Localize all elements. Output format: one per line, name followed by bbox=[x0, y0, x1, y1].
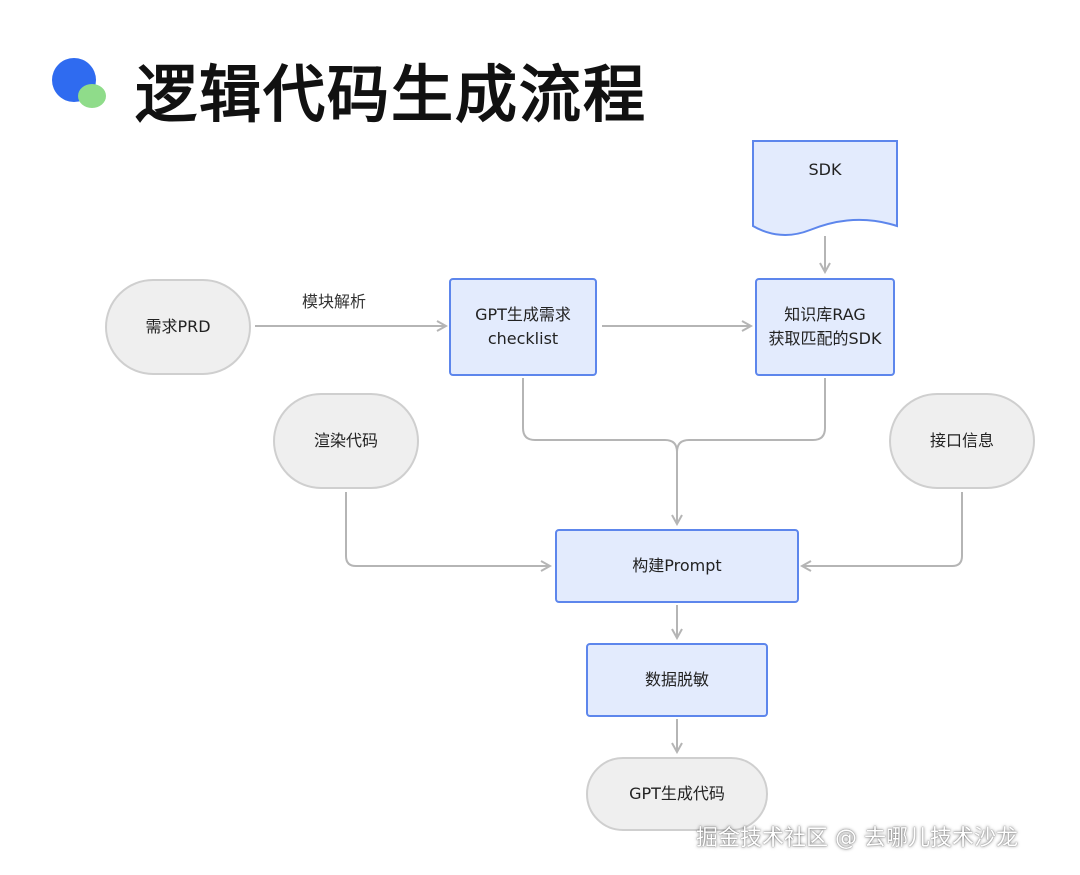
page-title: 逻辑代码生成流程 bbox=[135, 58, 648, 131]
node-gpt-generate-code: GPT生成代码 bbox=[586, 757, 768, 831]
node-api-info: 接口信息 bbox=[889, 393, 1035, 489]
edge-api-to-prompt bbox=[802, 492, 963, 566]
edge-label-module-parse: 模块解析 bbox=[302, 292, 367, 311]
edge-checklist-to-prompt bbox=[522, 378, 677, 524]
node-sdk-label: SDK bbox=[808, 160, 842, 179]
node-build-prompt: 构建Prompt bbox=[555, 529, 799, 603]
node-data-masking: 数据脱敏 bbox=[586, 643, 768, 717]
watermark: 掘金技术社区 @ 去哪儿技术沙龙 bbox=[696, 826, 1018, 851]
node-prd-label: 需求PRD bbox=[145, 317, 211, 336]
node-data-masking-label: 数据脱敏 bbox=[644, 670, 709, 689]
edge-render-to-prompt bbox=[345, 492, 550, 566]
node-gpt-generate-code-label: GPT生成代码 bbox=[629, 784, 725, 803]
node-checklist-line2: checklist bbox=[487, 329, 559, 348]
node-checklist: GPT生成需求 checklist bbox=[449, 278, 597, 376]
node-prd: 需求PRD bbox=[105, 279, 251, 375]
title-logo-icon bbox=[52, 58, 110, 112]
node-rag-line1: 知识库RAG bbox=[784, 305, 866, 324]
node-rag-line2: 获取匹配的SDK bbox=[768, 329, 882, 348]
edge-rag-to-prompt bbox=[676, 378, 826, 453]
node-api-info-label: 接口信息 bbox=[929, 431, 994, 450]
node-rag: 知识库RAG 获取匹配的SDK bbox=[755, 278, 895, 376]
node-render-code-label: 渲染代码 bbox=[313, 431, 378, 450]
node-checklist-line1: GPT生成需求 bbox=[475, 305, 571, 324]
logo-green-dot bbox=[78, 84, 106, 108]
node-build-prompt-label: 构建Prompt bbox=[632, 556, 722, 575]
sdk-document-shape bbox=[752, 140, 898, 236]
node-render-code: 渲染代码 bbox=[273, 393, 419, 489]
